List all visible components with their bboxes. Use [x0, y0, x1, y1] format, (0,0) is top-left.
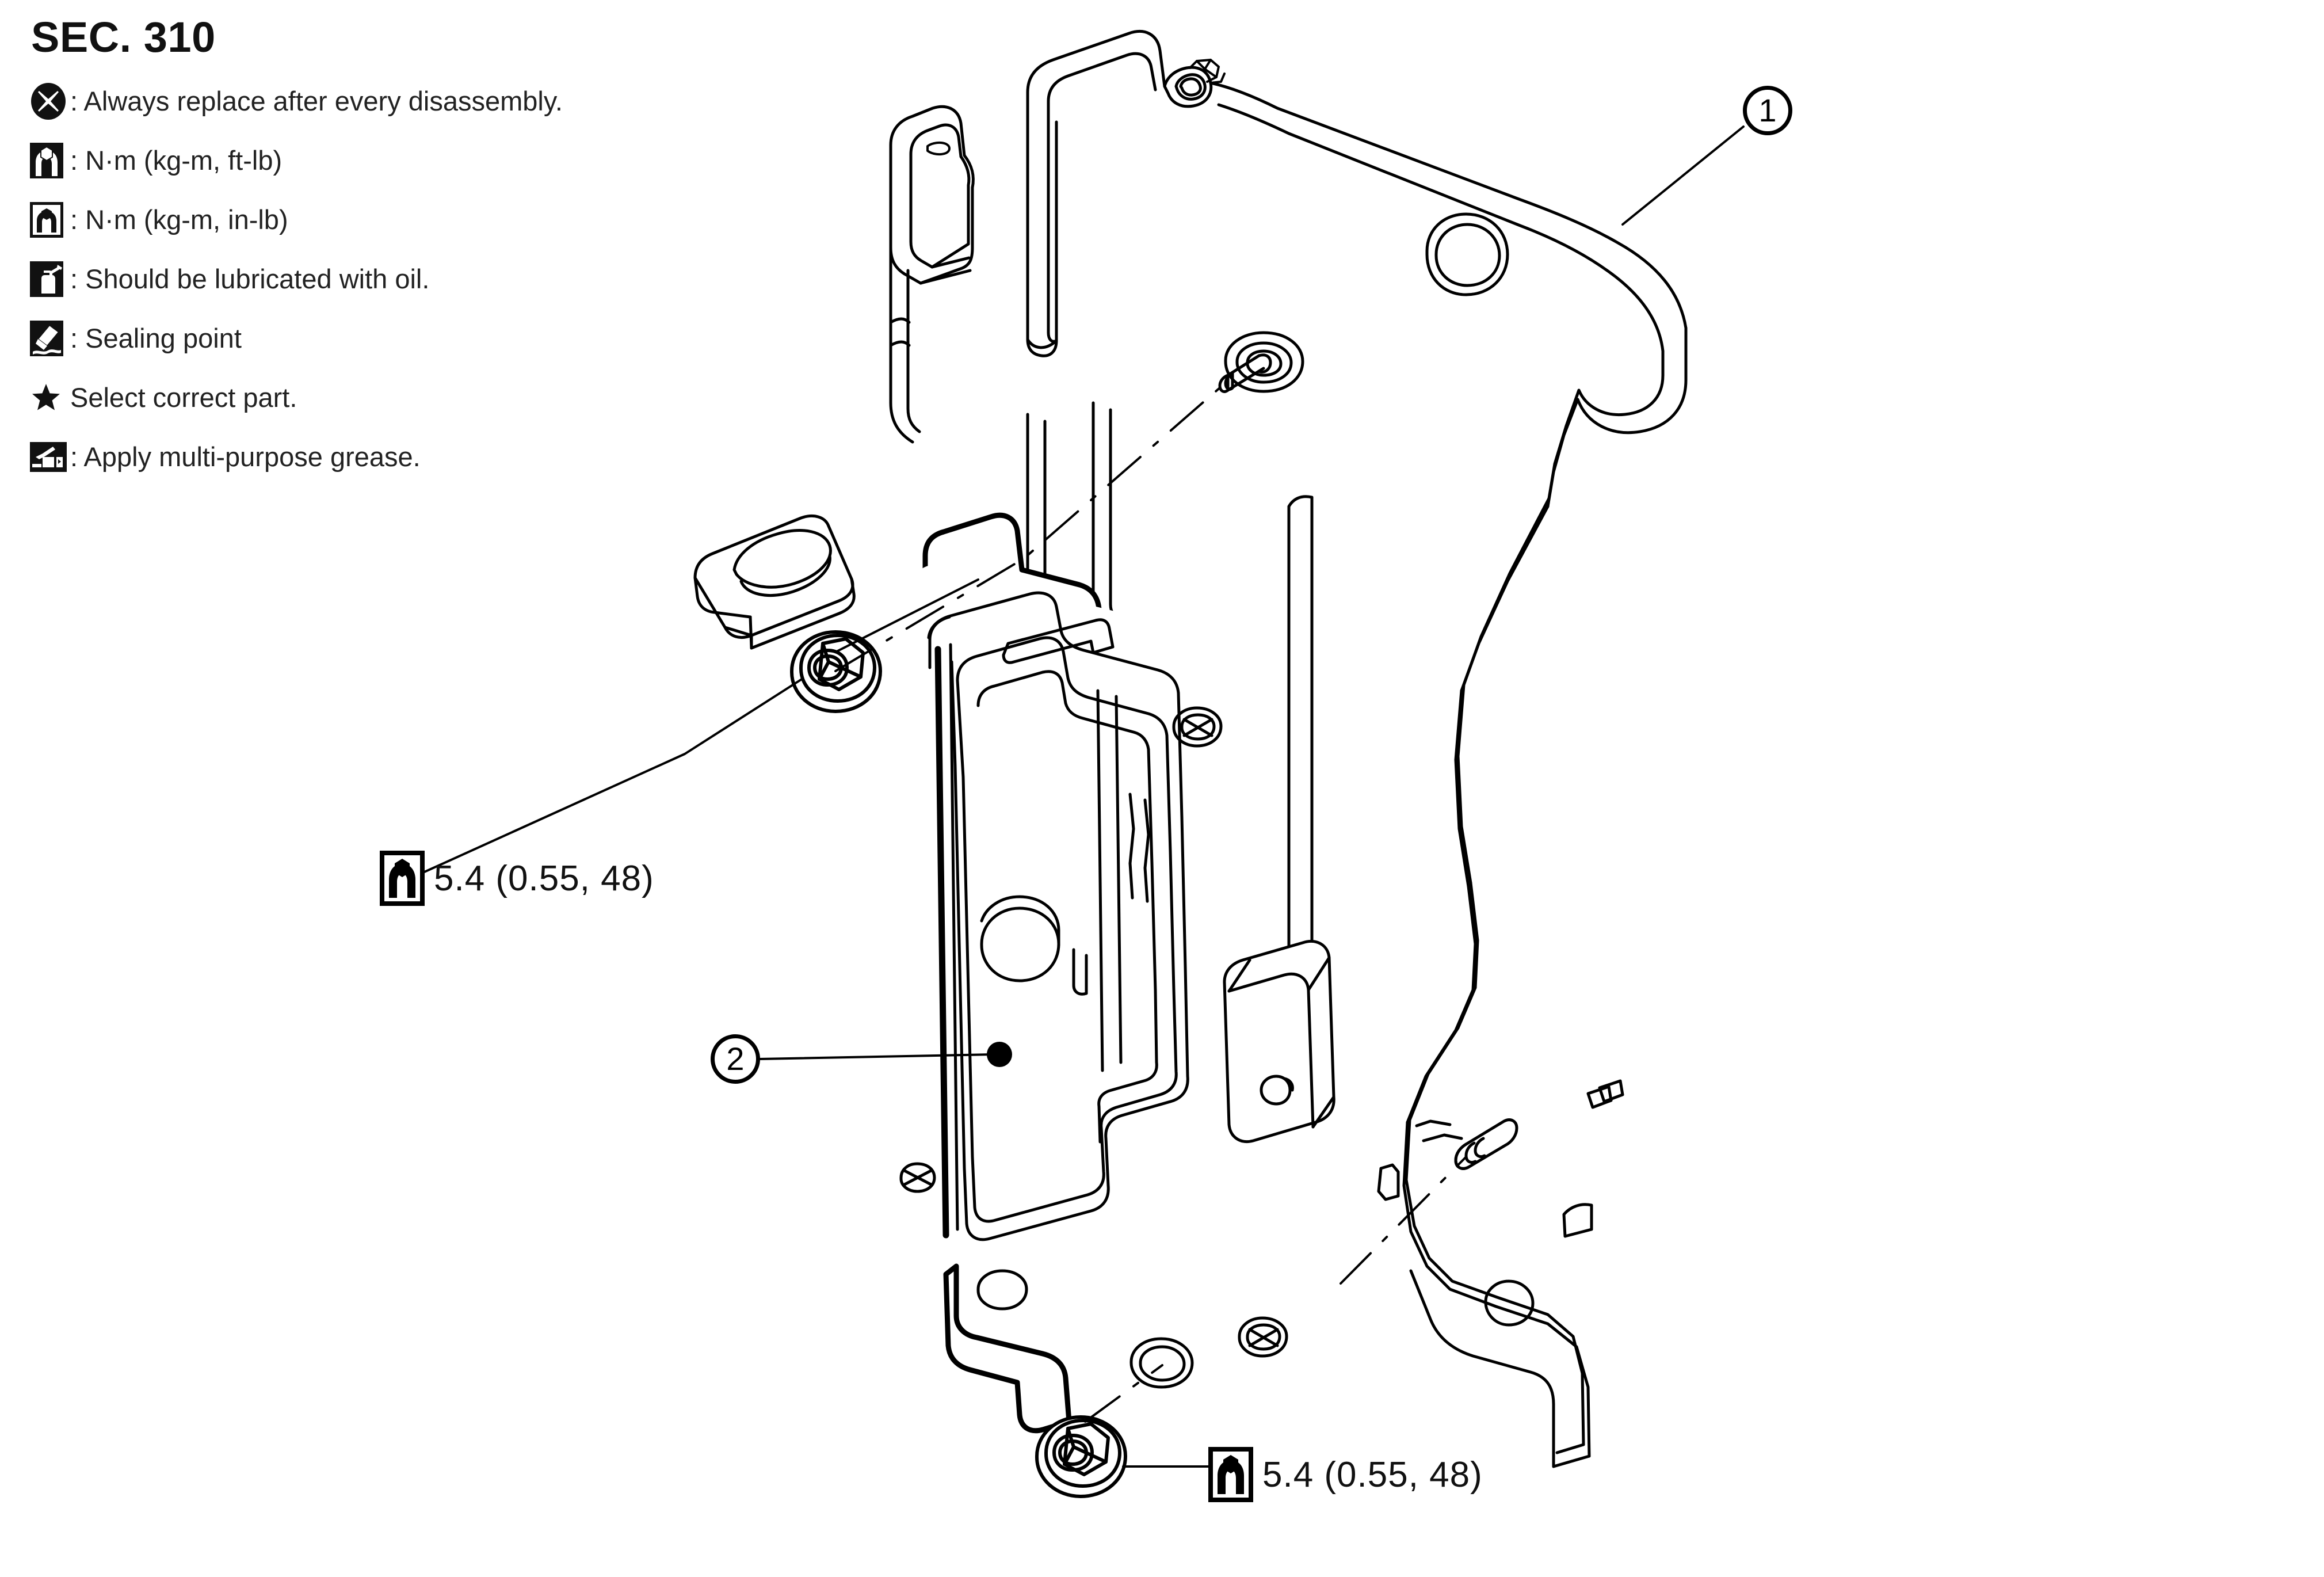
torque-callout-lower: 5.4 (0.55, 48) — [1208, 1447, 1483, 1502]
centerline-lower-nut — [1084, 1364, 1163, 1423]
torque-wrench-inlb-icon — [380, 851, 425, 906]
leader-dot-module — [987, 1042, 1012, 1067]
legend-item-label: : Always replace after every disassembly… — [70, 86, 563, 117]
legend-item-oil: : Should be lubricated with oil. — [30, 253, 709, 306]
torque-wrench-ftlb-icon — [30, 142, 67, 179]
assembly-centerlines — [834, 386, 1467, 1423]
legend-item-label: : N·m (kg-m, in-lb) — [70, 204, 288, 235]
legend-item-label: : Apply multi-purpose grease. — [70, 441, 421, 473]
leader-lines — [402, 125, 1745, 1468]
legend-item-label: : Should be lubricated with oil. — [70, 264, 430, 295]
sealant-brush-icon — [30, 320, 67, 357]
page-title: SEC. 310 — [31, 13, 216, 61]
leader-balloon-1 — [1621, 125, 1745, 226]
torque-value: 5.4 (0.55, 48) — [434, 858, 654, 898]
control-unit-module — [913, 565, 1335, 1266]
legend-item-torque-ftlb: : N·m (kg-m, ft-lb) — [30, 134, 709, 187]
centerline-upper-stud — [834, 386, 1222, 672]
leader-upper-nut-hole — [834, 578, 979, 653]
torque-wrench-inlb-icon — [30, 201, 67, 238]
lower-flange-nut — [1035, 1415, 1127, 1498]
centerline-right-stud — [1340, 1156, 1467, 1285]
module-connector — [1223, 940, 1335, 1143]
legend-item-torque-inlb: : N·m (kg-m, in-lb) — [30, 193, 709, 246]
legend-item-label: : Sealing point — [70, 323, 242, 354]
legend-item-label: : N·m (kg-m, ft-lb) — [70, 145, 283, 176]
leader-balloon-2 — [758, 1053, 994, 1060]
callout-balloon-2[interactable]: 2 — [711, 1034, 760, 1084]
grease-gun-icon — [30, 439, 67, 475]
bracket-left-tab — [693, 515, 856, 650]
module-lower-foot — [943, 1263, 1072, 1434]
module-mounting-screws — [899, 706, 1288, 1358]
leader-torque-upper — [402, 677, 804, 883]
legend-item-sealing: : Sealing point — [30, 312, 709, 365]
lower-right-stud — [1454, 1118, 1518, 1170]
legend-item-replace: : Always replace after every disassembly… — [30, 75, 709, 128]
torque-callout-upper: 5.4 (0.55, 48) — [380, 851, 654, 906]
torque-wrench-inlb-icon — [1208, 1447, 1253, 1502]
oil-can-icon — [30, 261, 67, 298]
star-icon — [30, 379, 64, 416]
legend-item-grease: : Apply multi-purpose grease. — [30, 431, 709, 483]
legend-item-select-part: Select correct part. — [30, 371, 709, 424]
legend-item-label: Select correct part. — [70, 382, 297, 413]
legend-block: SEC. 310 : Always replace after every di… — [30, 16, 709, 490]
torque-value: 5.4 (0.55, 48) — [1262, 1454, 1483, 1495]
module-lower-foot-detail — [976, 1269, 1194, 1389]
bracket-lower-hook-tab — [1562, 1079, 1624, 1238]
callout-balloon-1[interactable]: 1 — [1743, 86, 1792, 135]
replace-after-disassembly-icon — [30, 83, 67, 120]
